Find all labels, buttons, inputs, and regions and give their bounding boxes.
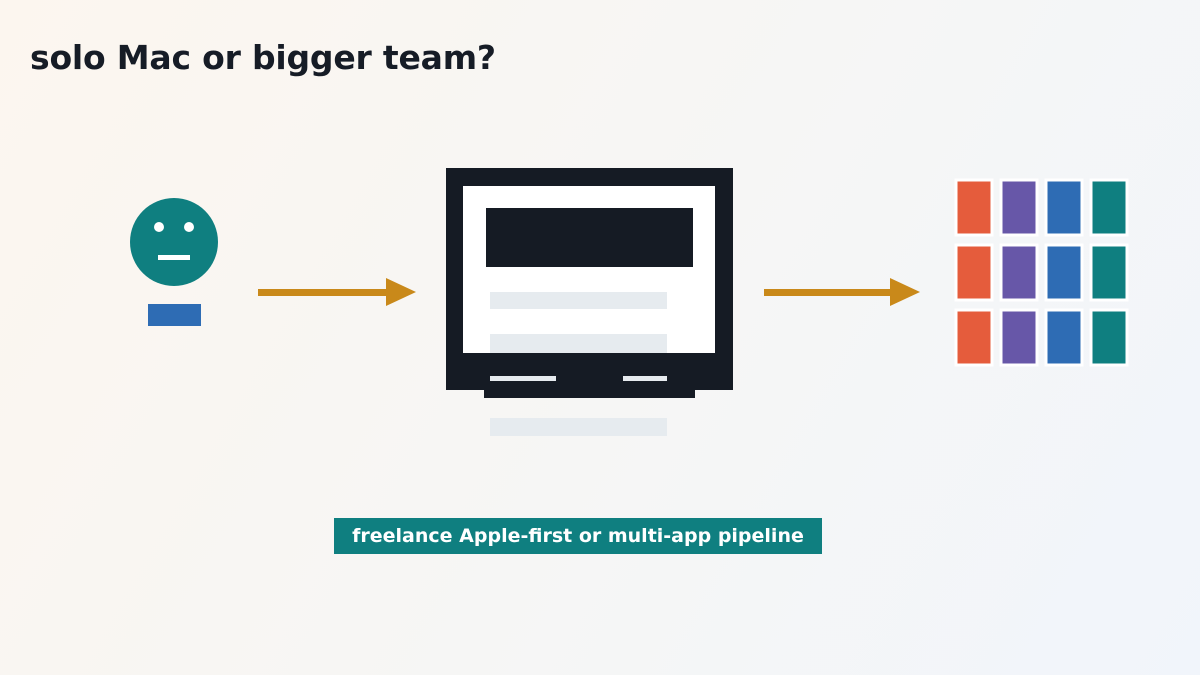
face-circle	[130, 198, 218, 286]
app-tile	[1044, 308, 1084, 367]
caption-label: freelance Apple-first or multi-app pipel…	[334, 518, 822, 554]
shadow-line	[490, 418, 667, 436]
app-tile	[999, 178, 1039, 237]
laptop-base	[484, 388, 695, 398]
laptop-screen-icon	[446, 168, 733, 436]
neutral-face-person-icon	[130, 198, 218, 326]
caption-background	[334, 518, 822, 554]
keyboard-line	[623, 376, 667, 381]
keyboard-line	[490, 376, 556, 381]
app-tile	[954, 178, 994, 237]
app-tile	[1044, 243, 1084, 302]
app-grid-icon	[954, 178, 1129, 367]
app-tile	[999, 308, 1039, 367]
screen-header-block	[486, 208, 693, 267]
page-title: solo Mac or bigger team?	[30, 38, 496, 77]
app-tile	[999, 243, 1039, 302]
app-tile	[1089, 178, 1129, 237]
app-tile	[1044, 178, 1084, 237]
mouth	[158, 255, 190, 260]
right-eye	[184, 222, 194, 232]
arrow-head	[386, 278, 416, 306]
arrow-right-icon	[764, 278, 920, 306]
arrow-shaft	[764, 289, 892, 296]
app-tile	[954, 308, 994, 367]
arrow-right-icon	[258, 278, 416, 306]
screen-line	[490, 292, 667, 309]
person-body	[148, 304, 201, 326]
app-tile	[1089, 243, 1129, 302]
arrow-head	[890, 278, 920, 306]
arrow-shaft	[258, 289, 388, 296]
app-tile	[1089, 308, 1129, 367]
caption-text: freelance Apple-first or multi-app pipel…	[352, 525, 804, 547]
app-tile	[954, 243, 994, 302]
screen-line	[490, 334, 667, 353]
left-eye	[154, 222, 164, 232]
